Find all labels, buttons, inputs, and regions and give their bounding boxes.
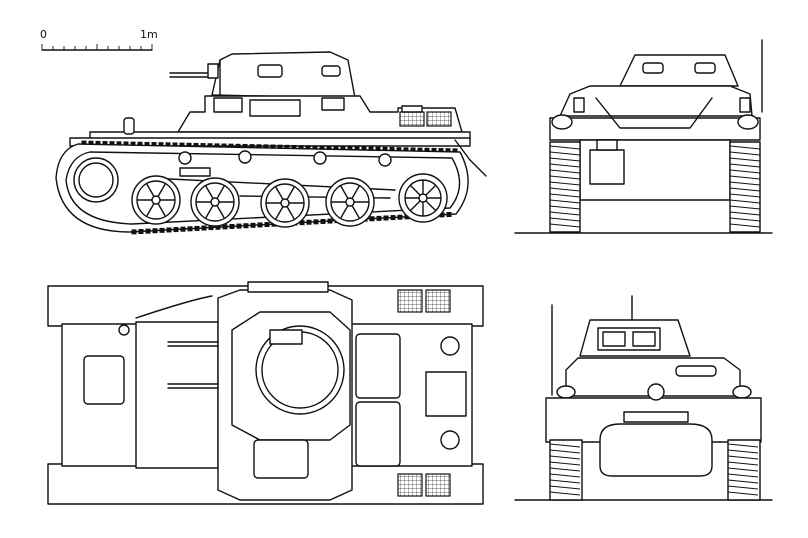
rear-view bbox=[514, 39, 773, 234]
road-wheel bbox=[190, 177, 240, 227]
road-wheel bbox=[131, 175, 181, 225]
road-wheel bbox=[325, 177, 375, 227]
road-wheel bbox=[260, 178, 310, 228]
scale-bar: 0 1m bbox=[40, 28, 158, 51]
top-view bbox=[47, 281, 484, 505]
scale-end-label: 1m bbox=[140, 28, 158, 41]
side-view bbox=[55, 51, 487, 235]
front-view bbox=[514, 295, 773, 501]
scale-start-label: 0 bbox=[40, 28, 47, 41]
idler-wheel bbox=[398, 173, 448, 223]
